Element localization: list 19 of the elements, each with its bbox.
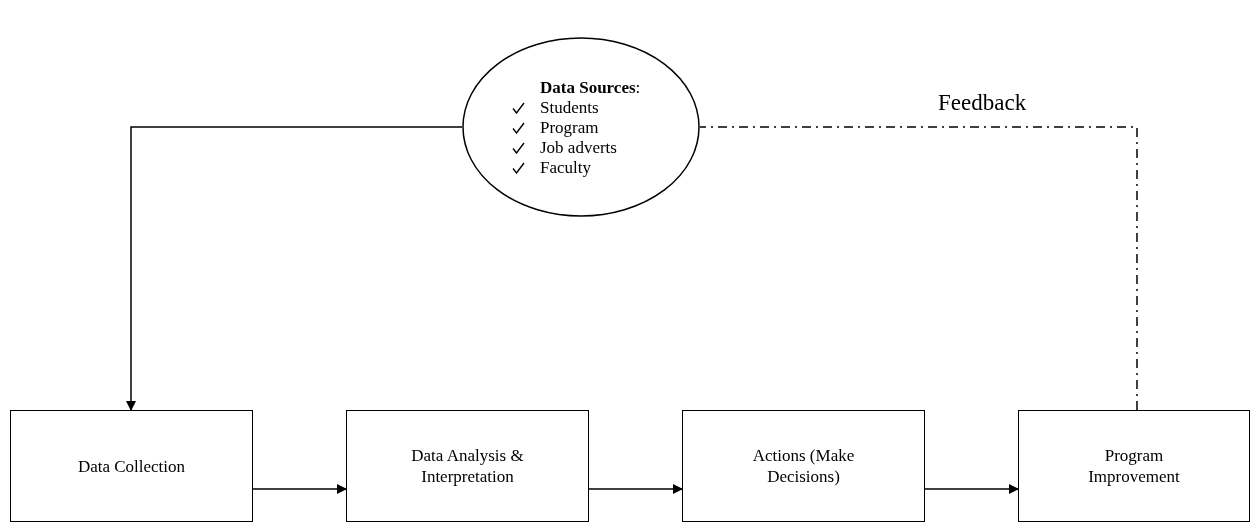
- box-label: Program Improvement: [1087, 445, 1181, 487]
- arrow: [588, 484, 683, 494]
- arrow: [924, 484, 1019, 494]
- node-heading: Data Sources:: [540, 76, 642, 98]
- list-item: Job adverts: [540, 137, 617, 158]
- list-item: Students: [540, 97, 599, 118]
- list-item: Program: [540, 117, 599, 138]
- box-label: Data Collection: [77, 455, 186, 477]
- process-box: [682, 410, 925, 522]
- process-box: [346, 410, 589, 522]
- box-label: Actions (Make Decisions): [751, 445, 856, 487]
- process-box: [1018, 410, 1250, 522]
- arrow: [126, 126, 463, 411]
- list-item: Faculty: [540, 157, 591, 178]
- arrow: [252, 484, 347, 494]
- dashed-connector: [699, 126, 1138, 411]
- process-box: [10, 410, 253, 522]
- box-label: Data Analysis & Interpretation: [410, 445, 525, 487]
- edge-label: Feedback: [938, 90, 1027, 116]
